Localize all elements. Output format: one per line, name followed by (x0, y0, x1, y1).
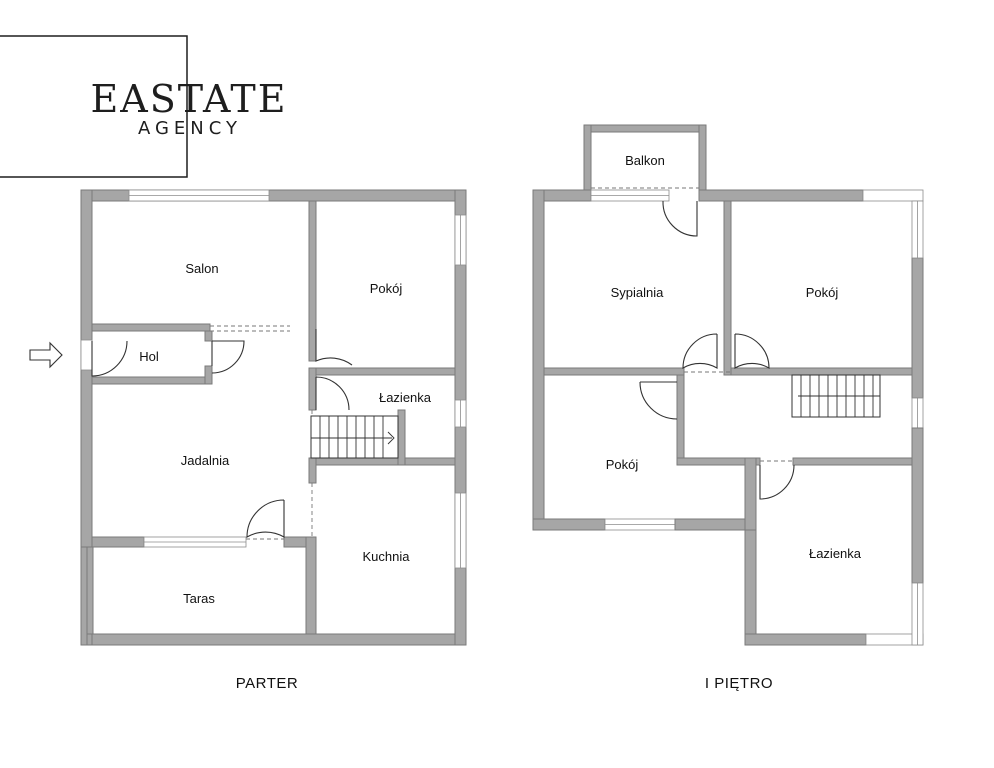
door[interactable] (211, 340, 245, 374)
entrance-arrow-icon (29, 341, 63, 369)
wall (305, 536, 317, 635)
wall (583, 124, 592, 191)
room-label-taras: Taras (183, 591, 215, 606)
wall (204, 330, 213, 342)
wall (583, 124, 707, 133)
first-floor-plan: Balkon Sypialnia Pokój Pokój Łazienka I … (532, 124, 924, 692)
wall (698, 189, 864, 202)
logo-subtitle: AGENCY (138, 118, 242, 139)
room-label-sypialnia: Sypialnia (611, 285, 665, 300)
door[interactable] (662, 200, 698, 237)
wall (532, 189, 545, 531)
floor-label-parter: PARTER (236, 675, 298, 692)
room-label-pokoj-right: Pokój (806, 285, 839, 300)
terrace-edge (80, 546, 88, 646)
stairs (310, 415, 399, 459)
door[interactable] (315, 329, 353, 366)
logo-brand: EASTATE (91, 77, 288, 121)
wall (532, 518, 606, 531)
logo: EASTATE AGENCY (0, 35, 288, 178)
room-label-pokoj-left: Pokój (606, 457, 639, 472)
door[interactable] (734, 333, 770, 369)
door[interactable] (315, 376, 350, 411)
stairs-outline (310, 415, 399, 459)
door[interactable] (639, 381, 678, 420)
floor-label-i-pietro: I PIĘTRO (705, 675, 773, 692)
wall (676, 457, 761, 466)
wall (308, 457, 456, 466)
wall (730, 367, 913, 376)
wall (676, 374, 685, 466)
wall (308, 200, 317, 362)
wall (792, 457, 913, 466)
stairs (791, 374, 881, 418)
wall (204, 365, 213, 385)
wall (911, 257, 924, 399)
wall (911, 427, 924, 584)
wall (91, 376, 213, 385)
wall (723, 200, 732, 376)
wall (744, 457, 757, 531)
ground-floor-plan: Salon Pokój Hol Łazienka Jadalnia Kuchni… (29, 189, 467, 692)
wall (308, 367, 317, 411)
door[interactable] (91, 340, 128, 377)
room-label-lazienka: Łazienka (379, 390, 432, 405)
door[interactable] (759, 464, 795, 500)
door[interactable] (246, 499, 285, 538)
wall (674, 518, 757, 531)
wall (91, 323, 211, 332)
wall (80, 633, 467, 646)
room-label-jadalnia: Jadalnia (181, 453, 230, 468)
door[interactable] (682, 333, 718, 369)
room-label-salon: Salon (185, 261, 218, 276)
entrance-door-opening (80, 339, 93, 371)
wall (91, 536, 145, 548)
room-label-balkon: Balkon (625, 153, 665, 168)
wall (315, 367, 456, 376)
room-label-kuchnia: Kuchnia (363, 549, 411, 564)
room-label-hol: Hol (139, 349, 159, 364)
logo-frame (0, 35, 188, 178)
room-label-pokoj: Pokój (370, 281, 403, 296)
wall (397, 409, 406, 466)
wall (543, 367, 685, 376)
wall (744, 633, 867, 646)
room-label-lazienka: Łazienka (809, 546, 862, 561)
wall (308, 457, 317, 484)
wall (698, 124, 707, 191)
window (862, 189, 924, 202)
